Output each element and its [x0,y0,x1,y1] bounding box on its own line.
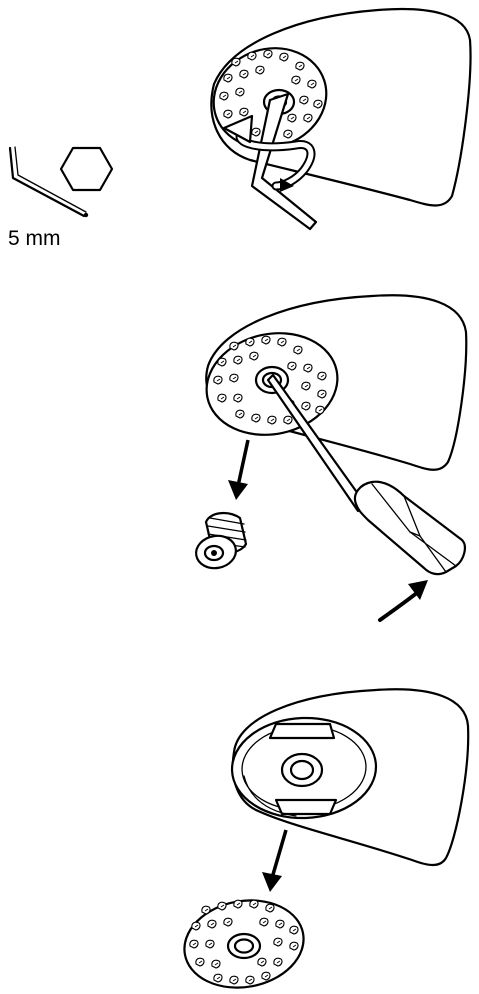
rotation-arrow-icon [380,580,428,620]
down-arrow-icon [228,440,248,500]
hex-key-icon [10,147,88,217]
step-2-illustration [194,295,467,620]
step-1-illustration [201,9,471,229]
step-3-illustration [177,689,468,994]
removed-screw [194,513,246,571]
down-arrow-icon [262,830,286,892]
hex-key-size-label: 5 mm [8,227,61,251]
hexagon-icon [61,148,112,190]
